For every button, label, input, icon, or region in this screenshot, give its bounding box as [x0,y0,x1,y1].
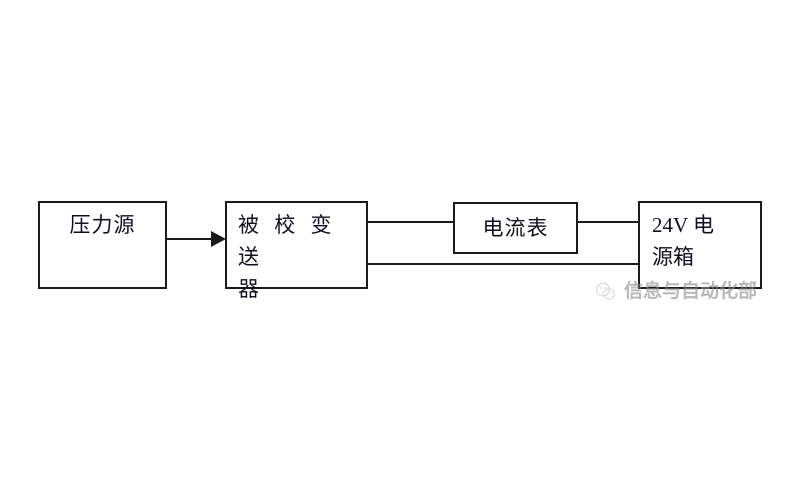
block-transmitter-under-calibration-label: 被 校 变 送 器 [238,213,337,301]
block-24v-power-supply-label: 24V 电 源箱 [652,213,715,269]
block-pressure-source-label: 压力源 [69,213,136,237]
connector-transmitter-to-ammeter [368,221,454,223]
block-pressure-source: 压力源 [38,201,167,289]
block-ammeter-label: 电流表 [482,216,549,240]
block-24v-power-supply: 24V 电 源箱 [638,201,762,289]
wechat-circle-logo-icon [595,282,615,300]
connector-pressure-source-to-transmitter [167,238,219,240]
connector-transmitter-to-power-supply-return [368,263,639,265]
block-ammeter: 电流表 [453,202,578,254]
block-transmitter-under-calibration: 被 校 变 送 器 [225,201,368,301]
connector-ammeter-to-power-supply [577,221,639,223]
arrowhead-icon [211,231,226,247]
